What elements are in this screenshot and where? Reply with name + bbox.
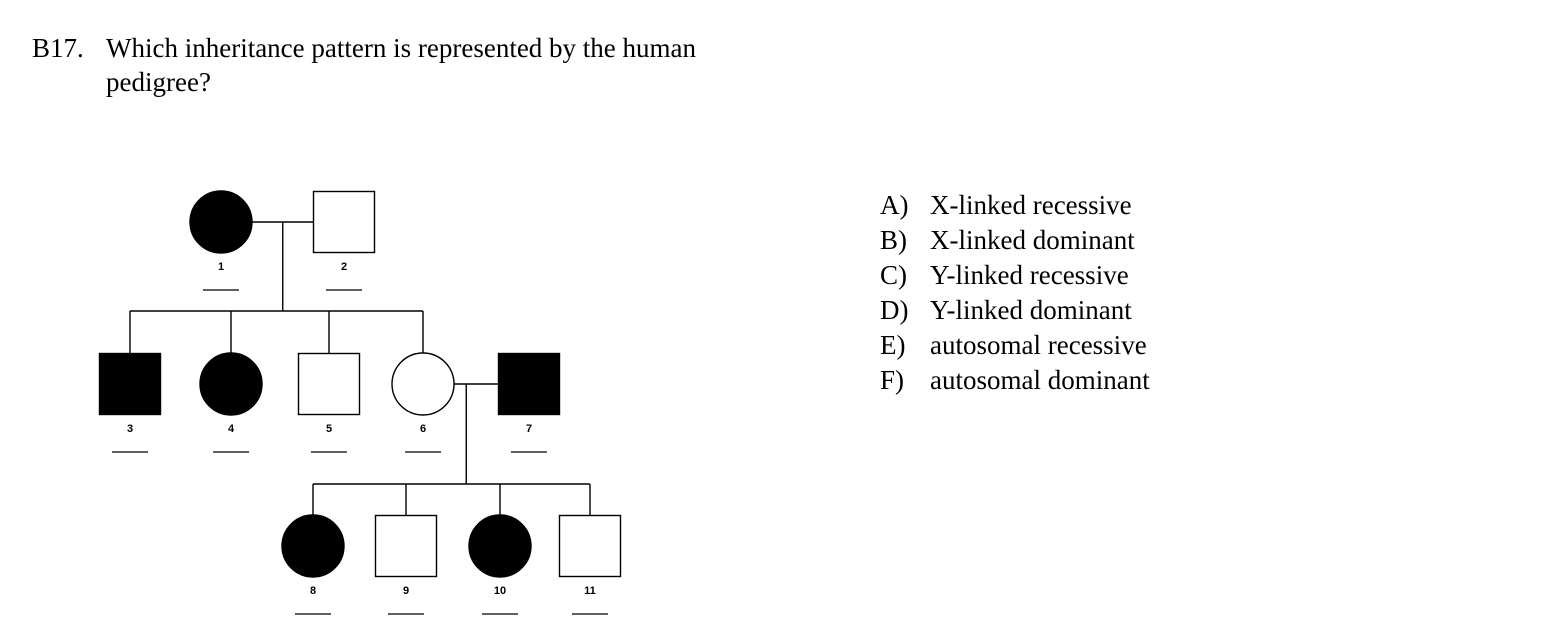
individual-5: 5 bbox=[297, 352, 361, 453]
pedigree-lines bbox=[129, 221, 591, 515]
option-letter: B) bbox=[880, 225, 907, 255]
option-text: autosomal recessive bbox=[930, 330, 1147, 360]
individual-label: 5 bbox=[326, 423, 332, 435]
affected-male-symbol bbox=[98, 352, 162, 416]
affected-male-symbol bbox=[497, 352, 561, 416]
answer-options: A) X-linked recessive B) X-linked dominant… bbox=[880, 188, 1150, 398]
affected-female-symbol bbox=[281, 514, 345, 578]
individual-label: 8 bbox=[310, 585, 316, 597]
individual-label: 4 bbox=[228, 423, 235, 435]
affected-female-symbol bbox=[468, 514, 532, 578]
unaffected-male-symbol bbox=[297, 352, 361, 416]
individual-label: 7 bbox=[526, 423, 532, 435]
unaffected-male-symbol bbox=[312, 190, 376, 254]
option-a[interactable]: A) X-linked recessive bbox=[880, 188, 1150, 223]
option-f[interactable]: F) autosomal dominant bbox=[880, 363, 1150, 398]
individual-label: 3 bbox=[127, 423, 133, 435]
option-b[interactable]: B) X-linked dominant bbox=[880, 223, 1150, 258]
individual-label: 9 bbox=[403, 585, 409, 597]
pedigree-chart: 1 2 3 4 5 6 7 8 9 10 11 bbox=[98, 190, 622, 615]
pedigree-individuals: 1 2 3 4 5 6 7 8 9 10 11 bbox=[98, 190, 622, 615]
individual-11: 11 bbox=[558, 514, 622, 615]
option-text: X-linked recessive bbox=[930, 190, 1132, 220]
individual-2: 2 bbox=[312, 190, 376, 291]
affected-female-symbol bbox=[189, 190, 253, 254]
option-text: Y-linked dominant bbox=[930, 295, 1132, 325]
individual-label: 11 bbox=[584, 585, 596, 597]
individual-4: 4 bbox=[199, 352, 263, 453]
unaffected-male-symbol bbox=[558, 514, 622, 578]
option-d[interactable]: D) Y-linked dominant bbox=[880, 293, 1150, 328]
option-text: autosomal dominant bbox=[930, 365, 1150, 395]
unaffected-male-symbol bbox=[374, 514, 438, 578]
individual-label: 6 bbox=[420, 423, 426, 435]
individual-6: 6 bbox=[391, 352, 455, 453]
question-number: B17. bbox=[32, 33, 84, 63]
individual-label: 1 bbox=[218, 261, 224, 273]
individual-9: 9 bbox=[374, 514, 438, 615]
individual-8: 8 bbox=[281, 514, 345, 615]
question-text: Which inheritance pattern is represented… bbox=[106, 33, 697, 97]
individual-7: 7 bbox=[497, 352, 561, 453]
option-letter: C) bbox=[880, 260, 907, 290]
option-c[interactable]: C) Y-linked recessive bbox=[880, 258, 1150, 293]
option-letter: E) bbox=[880, 330, 906, 360]
affected-female-symbol bbox=[199, 352, 263, 416]
individual-3: 3 bbox=[98, 352, 162, 453]
option-letter: A) bbox=[880, 190, 909, 220]
individual-label: 10 bbox=[494, 585, 506, 597]
option-text: X-linked dominant bbox=[930, 225, 1135, 255]
option-e[interactable]: E) autosomal recessive bbox=[880, 328, 1150, 363]
individual-label: 2 bbox=[341, 261, 347, 273]
option-text: Y-linked recessive bbox=[930, 260, 1129, 290]
unaffected-female-symbol bbox=[391, 352, 455, 416]
individual-10: 10 bbox=[468, 514, 532, 615]
option-letter: F) bbox=[880, 365, 905, 395]
option-letter: D) bbox=[880, 295, 909, 325]
individual-1: 1 bbox=[189, 190, 253, 291]
